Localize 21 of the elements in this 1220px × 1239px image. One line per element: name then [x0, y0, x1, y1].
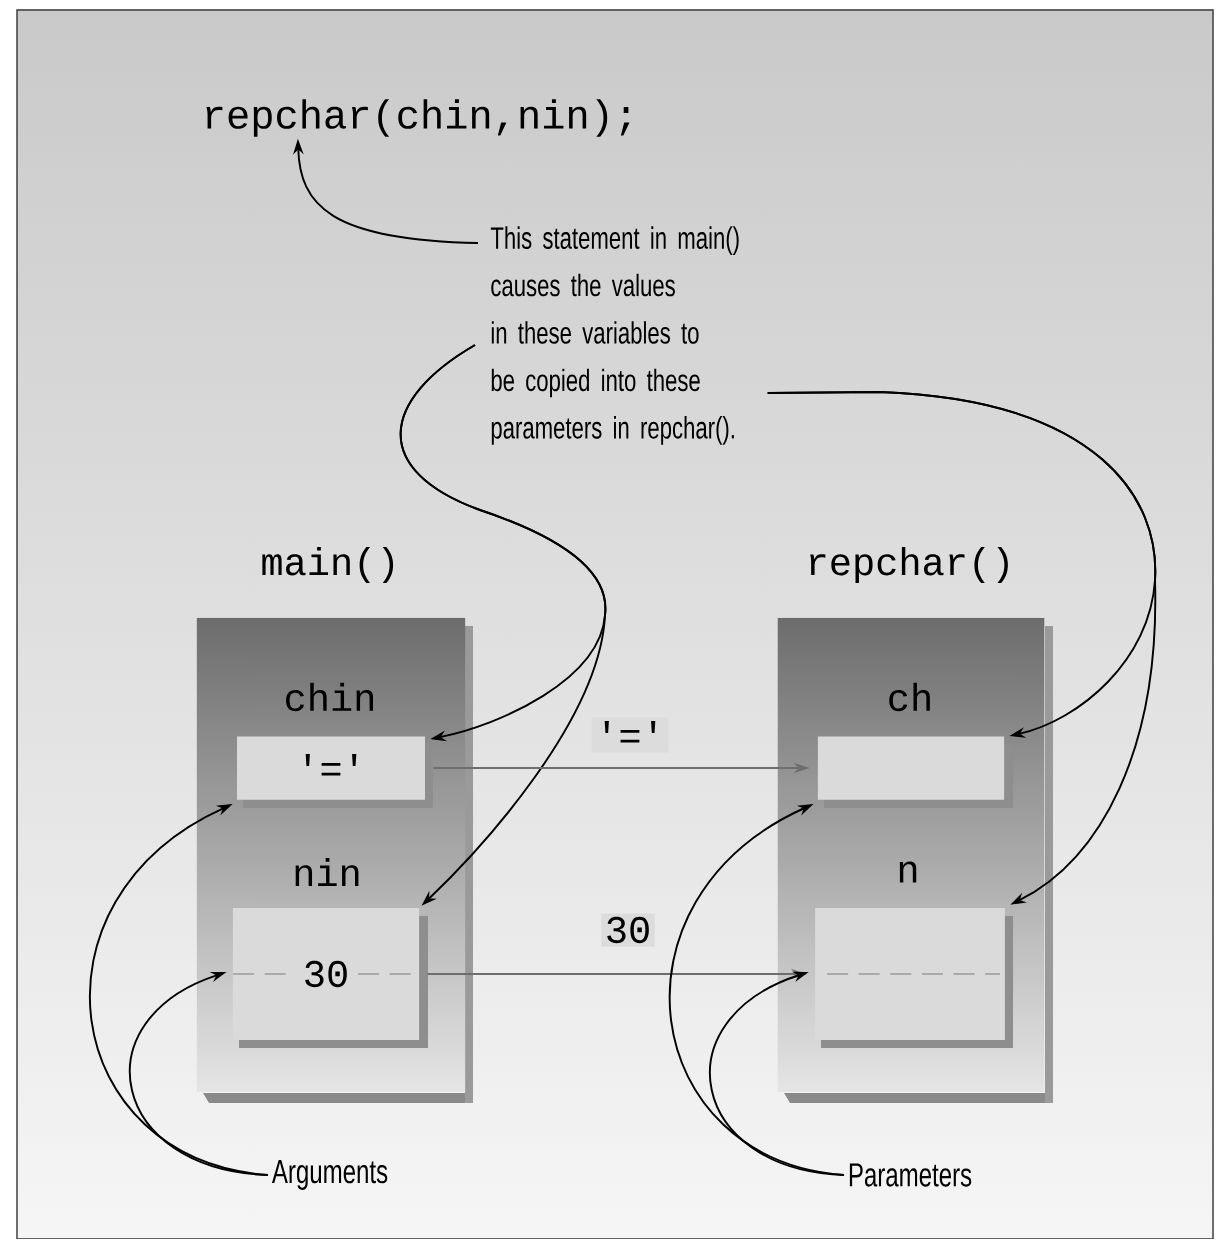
callout-text: This statement in main() causes the values in these variables to be copied into these parameters in repchar().	[490, 226, 739, 445]
memory-slot: 30	[232, 908, 428, 1048]
callout-text: Parameters	[849, 1163, 972, 1187]
edge-label: 30	[601, 913, 655, 947]
callout-text: Arguments	[271, 1160, 388, 1190]
arrow	[129, 971, 269, 1176]
variable-name: ch	[889, 682, 930, 712]
edge-label: '='	[591, 717, 669, 753]
variable-name: chin	[286, 682, 373, 712]
memory-slot: '='	[237, 736, 433, 808]
arrow	[709, 971, 845, 1176]
arrow	[766, 391, 1156, 905]
code-statement: repchar(chin,nin);	[206, 99, 630, 137]
memory-slot	[817, 736, 1013, 808]
function-name: main()	[262, 546, 394, 583]
variable-name: n	[899, 861, 917, 883]
memory-panel	[203, 626, 473, 1103]
memory-panel	[784, 626, 1053, 1103]
variable-name: nin	[295, 858, 359, 886]
function-name: repchar()	[810, 546, 1008, 583]
memory-slot	[815, 908, 1013, 1048]
